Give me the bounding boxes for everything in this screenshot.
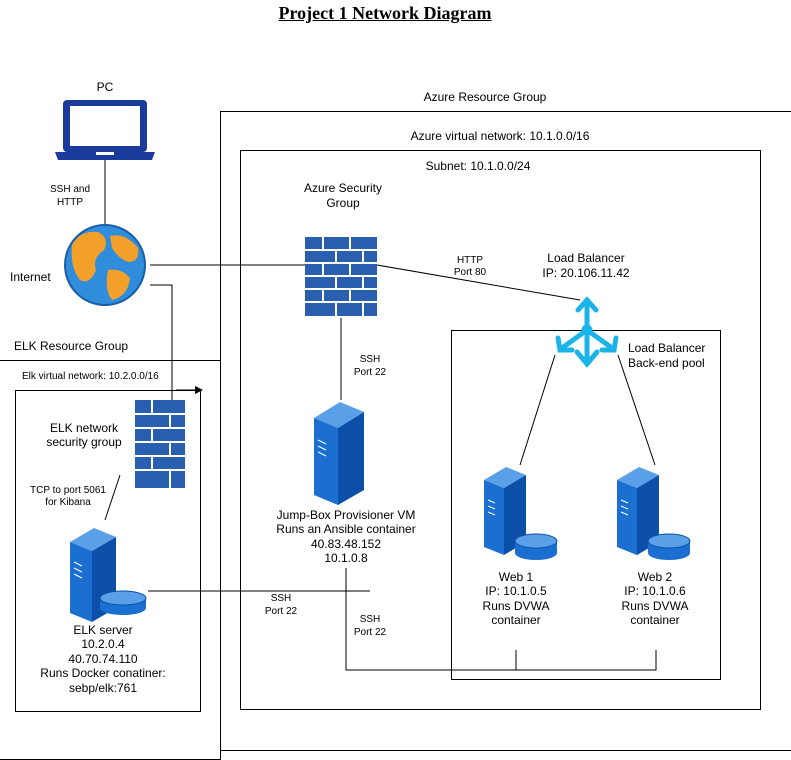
internet-label: Internet <box>10 270 51 284</box>
web2-label-3: Runs DVWA <box>621 599 689 613</box>
lb-web1-line <box>519 354 556 466</box>
pc-link-label-2: HTTP <box>56 197 84 208</box>
http-label-2: Port 80 <box>453 267 487 278</box>
jumpbox-server-icon <box>314 402 364 505</box>
elk-ssh-label-1: SSH <box>270 593 292 604</box>
web2-label-1: Web 2 <box>637 570 673 584</box>
jumpbox-web-ssh-line <box>345 568 657 671</box>
web1-label-4: container <box>491 613 541 627</box>
lb-web2-line <box>617 354 656 466</box>
load-balancer-icon <box>555 296 619 368</box>
web2-label-2: IP: 10.1.0.6 <box>624 584 686 598</box>
elk-server-label-2: 10.2.0.4 <box>81 637 125 651</box>
web1-label-1: Web 1 <box>498 570 534 584</box>
azure-vnet-label: Azure virtual network: 10.1.0.0/16 <box>410 129 590 143</box>
tcp-label-1: TCP to port 5061 <box>30 485 106 496</box>
azure-firewall-icon <box>305 237 377 316</box>
jumpbox-ssh-label-2: Port 22 <box>353 367 387 378</box>
jumpbox-label-2: Runs an Ansible container <box>276 522 416 536</box>
azure-nsg-label-1: Azure Security <box>303 181 383 195</box>
subnet-label: Subnet: 10.1.0.0/24 <box>425 159 531 173</box>
jumpbox-label-3: 40.83.48.152 <box>310 537 382 551</box>
elk-resource-group-label: ELK Resource Group <box>14 339 129 353</box>
web1-label-3: Runs DVWA <box>482 599 550 613</box>
web1-server-icon <box>484 467 558 560</box>
jumpbox-label-4: 10.1.0.8 <box>324 551 368 565</box>
azure-nsg-label-2: Group <box>326 196 360 210</box>
jumpbox-label-1: Jump-Box Provisioner VM <box>276 508 416 522</box>
arrow-head-icon <box>195 386 203 394</box>
azure-resource-group-label: Azure Resource Group <box>423 90 547 104</box>
elk-server-label-1: ELK server <box>73 623 133 637</box>
elk-server-label-5: sebp/elk:761 <box>68 681 138 695</box>
azure-vnet-box <box>240 150 761 710</box>
web-ssh-label-2: Port 22 <box>353 627 387 638</box>
elk-vnet-box <box>15 390 201 712</box>
http-label-1: HTTP <box>456 255 484 266</box>
page-title: Project 1 Network Diagram <box>278 3 492 23</box>
elk-ssh-label-2: Port 22 <box>264 606 298 617</box>
lb-label-2: IP: 20.106.11.42 <box>542 266 630 280</box>
pc-link-label-1: SSH and <box>49 184 91 195</box>
web1-label-2: IP: 10.1.0.5 <box>485 584 547 598</box>
elk-nsg-label-2: security group <box>46 435 122 449</box>
jumpbox-ssh-label-1: SSH <box>359 354 381 365</box>
lb-label-1: Load Balancer <box>547 251 625 265</box>
nsg-lb-line <box>376 264 581 301</box>
elk-vnet-label: Elk virtual network: 10.2.0.0/16 <box>22 371 159 382</box>
internet-elk-nsg-line <box>150 284 173 400</box>
elk-nsg-server-line <box>104 474 121 521</box>
connection-lines <box>55 100 691 671</box>
elk-server-icon <box>70 528 147 622</box>
web2-label-4: container <box>630 613 680 627</box>
lb-pool-label-1: Load Balancer <box>628 341 706 355</box>
elk-server-label-3: 40.70.74.110 <box>68 652 138 666</box>
tcp-label-2: for Kibana <box>45 497 91 508</box>
elk-nsg-label-1: ELK network <box>49 421 119 435</box>
elk-firewall-icon <box>135 400 185 488</box>
laptop-icon <box>55 100 155 160</box>
web2-server-icon <box>617 467 691 560</box>
elk-server-label-4: Runs Docker conatiner: <box>40 666 166 680</box>
web-ssh-label-1: SSH <box>359 614 381 625</box>
pc-label: PC <box>96 80 114 94</box>
lb-pool-label-2: Back-end pool <box>628 356 705 370</box>
globe-icon <box>64 224 146 306</box>
